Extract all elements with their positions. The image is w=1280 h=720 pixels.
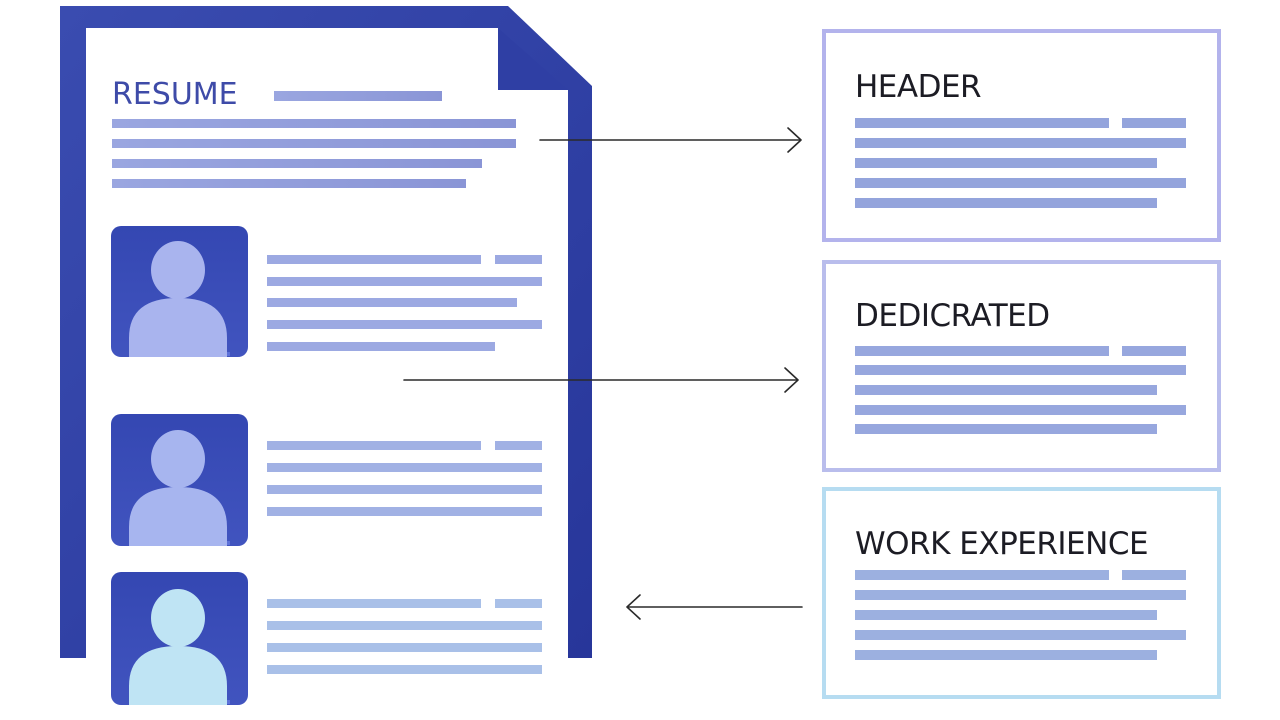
header-arrow	[539, 127, 802, 153]
section-text-lines	[855, 346, 1186, 434]
section-text-lines	[855, 118, 1186, 208]
header-line	[112, 179, 466, 188]
header-line	[112, 139, 516, 148]
section-box-border	[822, 29, 1221, 242]
document-paper	[86, 28, 568, 720]
document-fold	[498, 28, 568, 90]
user-avatar-icon	[129, 241, 227, 357]
photo-text-lines	[267, 599, 542, 674]
section-title-work-experience: WORK EXPERIENCE	[855, 526, 1149, 562]
section-title-dedicated: DEDICRATED	[855, 298, 1050, 334]
photo-block	[111, 226, 542, 357]
user-avatar-icon	[129, 430, 227, 546]
photo-text-lines	[267, 441, 542, 516]
work-experience-arrow	[626, 594, 803, 620]
section-title-header: HEADER	[855, 69, 982, 105]
document-header-lines	[112, 91, 516, 188]
dedicated-arrow	[403, 367, 799, 393]
resume-document-icon	[60, 6, 592, 720]
document-title: RESUME	[112, 77, 238, 112]
photo-block	[111, 572, 542, 705]
user-avatar-icon	[129, 589, 227, 705]
section-box-dedicated	[822, 260, 1221, 472]
header-line	[112, 119, 516, 128]
connector-arrows	[403, 127, 803, 620]
section-box-work-experience	[822, 487, 1221, 699]
section-box-header	[822, 29, 1221, 242]
photo-block	[111, 414, 542, 546]
title-underline	[274, 91, 442, 101]
header-line	[112, 159, 482, 168]
section-text-lines	[855, 570, 1186, 660]
photo-text-lines	[267, 255, 542, 351]
